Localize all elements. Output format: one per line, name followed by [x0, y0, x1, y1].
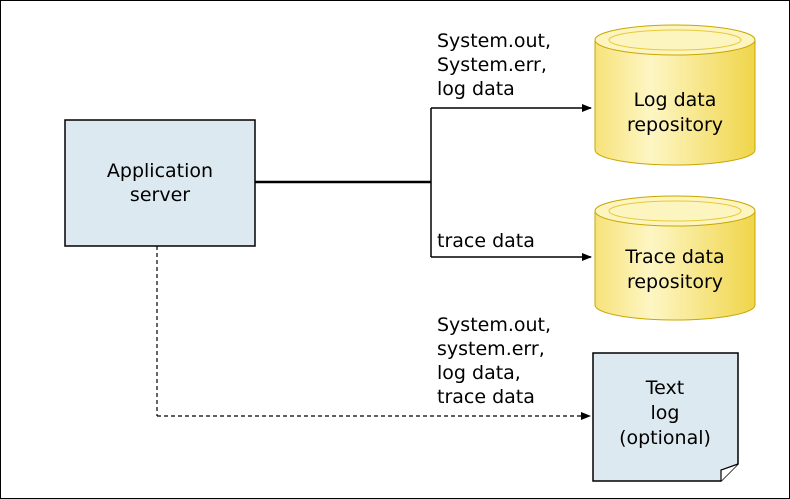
trace-repo-label-line2: repository — [627, 271, 723, 293]
log-flow-label: System.out, System.err, log data — [437, 30, 551, 100]
text-log-page-curl — [720, 463, 739, 481]
text-log-flow-label: System.out, system.err, log data, trace … — [437, 314, 551, 408]
application-server-label-line2: server — [130, 184, 190, 206]
text-log-label-line2: log — [651, 402, 680, 424]
text-log-flow-label-line2: system.err, — [437, 338, 545, 360]
trace-flow-label: trace data — [437, 230, 535, 252]
text-log-flow-label-line3: log data, — [437, 362, 521, 384]
trace-repo-cylinder-body — [594, 210, 756, 321]
trace-repo-label-line1: Trace data — [624, 246, 724, 268]
log-flow-label-line3: log data — [437, 78, 515, 100]
text-log-label-line1: Text — [645, 377, 684, 399]
trace-repo-cylinder-top-inner — [608, 200, 742, 222]
log-repo-label-line1: Log data — [634, 89, 717, 111]
text-log-label-line3: (optional) — [619, 427, 711, 449]
application-server-box — [64, 119, 256, 247]
solid-connectors — [255, 104, 592, 261]
application-server-label-line1: Application — [107, 160, 213, 182]
text-log-flow-label-line1: System.out, — [437, 314, 551, 336]
log-repo-label-line2: repository — [627, 114, 723, 136]
log-repo-cylinder-body — [594, 39, 756, 166]
log-flow-label-line2: System.err, — [437, 54, 547, 76]
log-repo-cylinder-top-inner — [608, 29, 742, 51]
trace-data-repository-node: Trace data repository — [594, 195, 756, 321]
text-log-node: Text log (optional) — [592, 352, 739, 482]
dashed-connector — [156, 246, 591, 420]
application-server-node: Application server — [64, 119, 256, 247]
log-data-repository-node: Log data repository — [594, 24, 756, 166]
log-flow-label-line1: System.out, — [437, 30, 551, 52]
text-log-flow-label-line4: trace data — [437, 386, 535, 408]
